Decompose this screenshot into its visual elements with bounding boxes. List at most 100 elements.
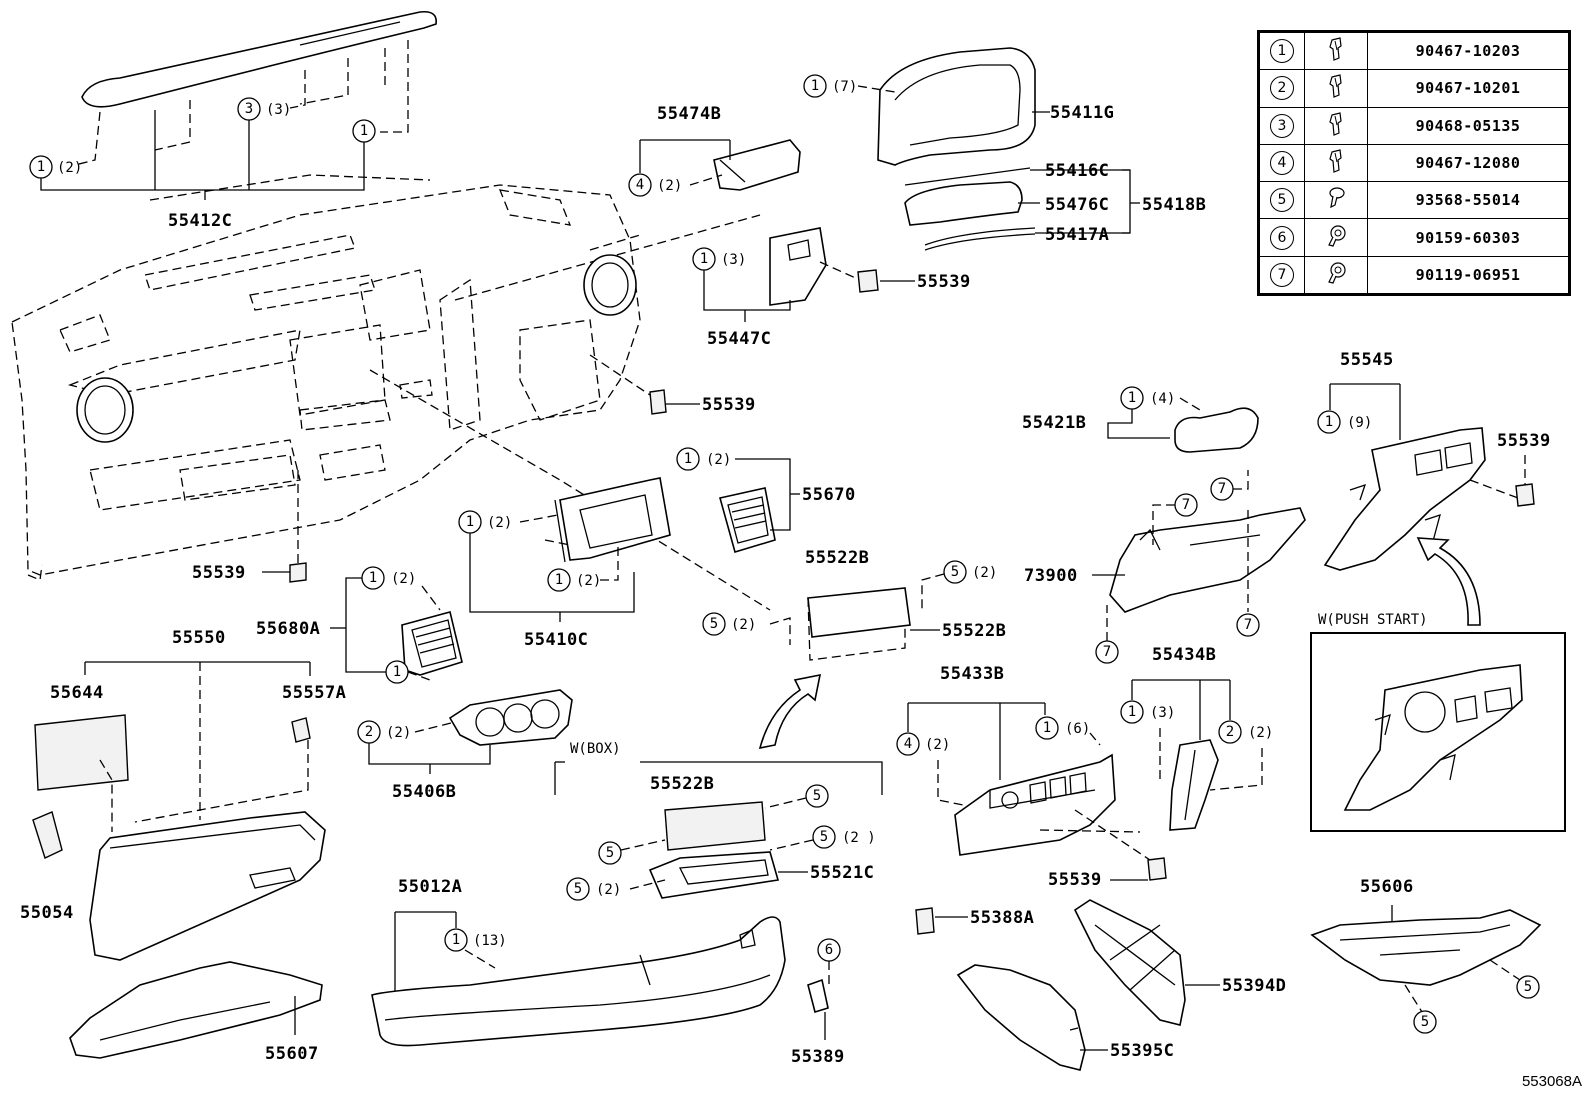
label-wbox: W(BOX) [570, 741, 621, 757]
label-55644: 55644 [50, 683, 104, 703]
push-start-inset-frame [1310, 632, 1566, 832]
svg-text:(2): (2) [576, 573, 601, 589]
label-55607: 55607 [265, 1044, 319, 1064]
part-55394d: 55394D [1073, 899, 1286, 1026]
legend-part-number: 90468-05135 [1367, 106, 1569, 145]
part-55474b: 55474B 4 (2) [628, 104, 801, 197]
legend-callout-number: 2 [1270, 76, 1294, 101]
label-55406b: 55406B [392, 782, 456, 802]
label-55539-d: 55539 [1048, 870, 1102, 890]
label-55054: 55054 [20, 903, 74, 923]
svg-text:1: 1 [360, 123, 368, 139]
part-55434b: 55434B 1 (3) 2 (2) [1120, 645, 1273, 831]
arrow-to-box-detail [758, 673, 822, 750]
svg-text:(2): (2) [1248, 725, 1273, 741]
label-55394d: 55394D [1222, 976, 1286, 996]
label-55522b-a: 55522B [805, 548, 869, 568]
label-55539-a: 55539 [192, 563, 246, 583]
callout-group-55412c: 1 (2) 3 (3) 1 55412C [29, 97, 376, 231]
part-55395c: 55395C [956, 964, 1174, 1071]
arrow-to-push-start [1416, 537, 1481, 626]
label-55539-e: 55539 [1497, 431, 1551, 451]
push-start-inset-drawing [1343, 664, 1523, 811]
svg-text:(3): (3) [266, 102, 291, 118]
label-55012a: 55012A [398, 877, 462, 897]
legend-part-number: 90467-12080 [1367, 143, 1569, 183]
clip-icon [1304, 143, 1368, 183]
part-55670-vent: 1 (2) 55670 [676, 447, 855, 554]
svg-text:7: 7 [1218, 481, 1226, 497]
label-55539-c: 55539 [917, 272, 971, 292]
diagram-reference-number: 553068A [1521, 1073, 1582, 1090]
label-55412c: 55412C [168, 211, 232, 231]
svg-text:(9): (9) [1347, 415, 1372, 431]
label-55434b: 55434B [1152, 645, 1216, 665]
part-55012a-lower-panel: 55012A 1 (13) [371, 877, 786, 1047]
svg-text:(3): (3) [1150, 705, 1175, 721]
svg-text:(7): (7) [832, 79, 857, 95]
label-55539-b: 55539 [702, 395, 756, 415]
svg-text:(2): (2) [972, 565, 997, 581]
label-55388a: 55388A [970, 908, 1034, 928]
svg-text:(2): (2) [657, 178, 682, 194]
label-55410c: 55410C [524, 630, 588, 650]
label-55433b: 55433B [940, 664, 1004, 684]
dashboard-outline [11, 174, 771, 611]
svg-text:(2): (2) [391, 571, 416, 587]
svg-text:1: 1 [1128, 704, 1136, 720]
part-55410c-panel: 1 (2) 1 (2) 55410C [458, 477, 671, 650]
svg-text:3: 3 [245, 101, 253, 117]
svg-text:7: 7 [1244, 617, 1252, 633]
legend-callout-number: 6 [1270, 225, 1294, 250]
part-55411g-meter-hood: 1 (7) 55411G [803, 47, 1114, 166]
svg-text:5: 5 [1524, 979, 1532, 995]
label-55395c: 55395C [1110, 1041, 1174, 1061]
label-55522b-c: 55522B [650, 774, 714, 794]
bolt-icon [1304, 255, 1368, 295]
label-55680a: 55680A [256, 619, 320, 639]
svg-text:1: 1 [369, 570, 377, 586]
svg-text:1: 1 [393, 664, 401, 680]
svg-text:1: 1 [811, 78, 819, 94]
svg-text:1: 1 [466, 514, 474, 530]
svg-text:(2): (2) [487, 515, 512, 531]
part-55412c-panel [74, 10, 437, 166]
svg-text:5: 5 [1421, 1014, 1429, 1030]
label-55476c: 55476C [1045, 195, 1109, 215]
label-55545: 55545 [1340, 350, 1394, 370]
svg-text:5: 5 [574, 881, 582, 897]
svg-text:1: 1 [1043, 720, 1051, 736]
part-55421b: 1 (4) 55421B [1022, 386, 1259, 453]
label-55418b: 55418B [1142, 195, 1206, 215]
svg-text:(2): (2) [596, 882, 621, 898]
svg-text:1: 1 [37, 159, 45, 175]
part-55447c: 1 (3) 55447C 55539 [692, 227, 971, 349]
svg-text:6: 6 [825, 942, 833, 958]
clip-icon [1304, 31, 1368, 71]
svg-text:1: 1 [684, 451, 692, 467]
svg-text:(2): (2) [925, 737, 950, 753]
clip-icon [1304, 106, 1368, 145]
legend-part-number: 90467-10201 [1367, 69, 1569, 108]
svg-text:5: 5 [820, 829, 828, 845]
legend-callout-number: 7 [1270, 262, 1294, 287]
svg-text:1: 1 [700, 251, 708, 267]
svg-text:1: 1 [1128, 390, 1136, 406]
svg-text:4: 4 [904, 736, 912, 752]
legend-callout-number: 3 [1270, 113, 1294, 138]
svg-text:(2): (2) [57, 160, 82, 176]
svg-text:(2 ): (2 ) [842, 830, 876, 846]
svg-text:7: 7 [1182, 497, 1190, 513]
part-55680a-vent: 1 (2) 1 55680A [256, 566, 463, 684]
svg-text:2: 2 [365, 724, 373, 740]
legend-row: 2 90467-10201 [1259, 69, 1569, 108]
svg-text:5: 5 [606, 845, 614, 861]
box-detail-group: W(BOX) 55522B 5 5 5 (2 ) 55521C 5 (2) [554, 741, 883, 901]
svg-text:5: 5 [951, 564, 959, 580]
part-55550-glovebox: 55550 55644 55557A 55054 [20, 628, 346, 961]
